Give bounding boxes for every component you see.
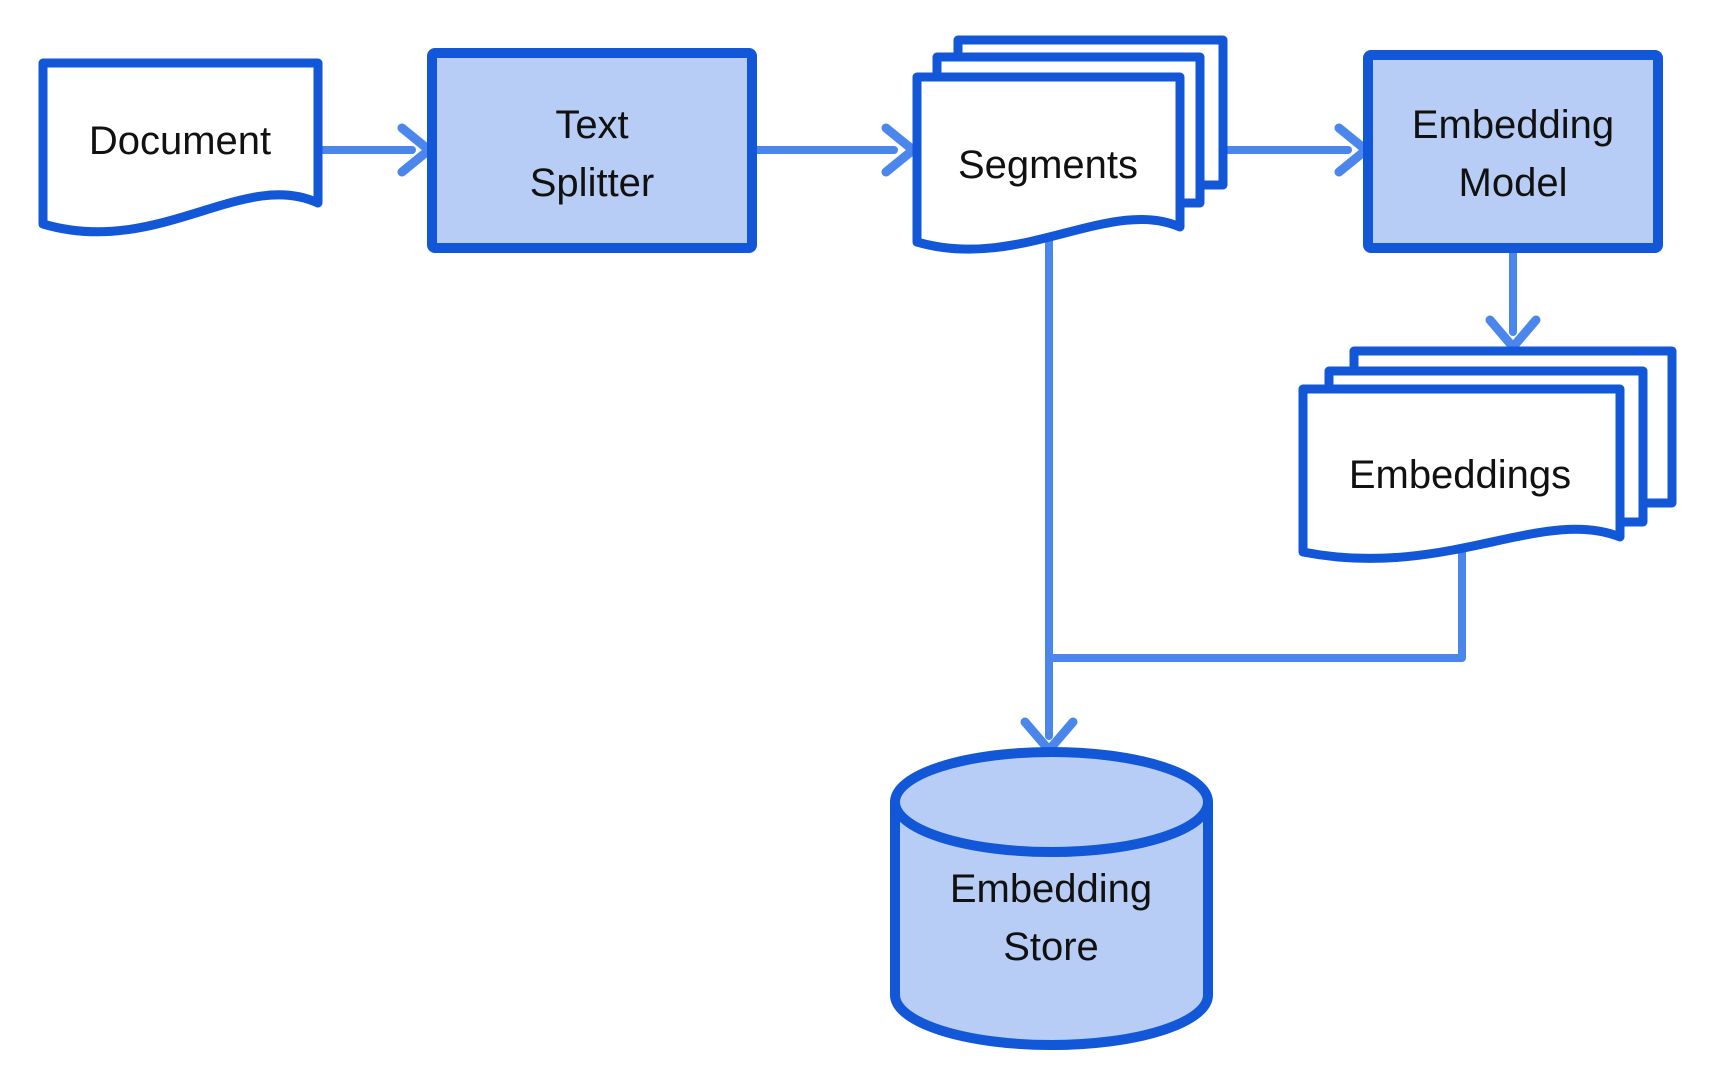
- segments-front-page-icon: [912, 72, 1185, 254]
- embedding-store-label-line2: Store: [1003, 925, 1099, 969]
- arrow-segments-to-embedding-model: [1219, 123, 1371, 177]
- embeddings-node: Embeddings: [1298, 346, 1677, 563]
- text-splitter-label-line1: Text: [555, 103, 628, 147]
- document-shape-icon: [38, 58, 323, 237]
- embedding-store-label-line1: Embedding: [950, 867, 1152, 911]
- cylinder-top: [890, 747, 1213, 857]
- text-splitter-node: Text Splitter: [427, 48, 757, 253]
- document-node: Document: [38, 58, 323, 237]
- embeddings-label: Embeddings: [1349, 453, 1571, 497]
- connector-elbow: [1045, 536, 1466, 662]
- segments-label: Segments: [958, 143, 1138, 187]
- arrow-segments-to-embedding-store: [1020, 236, 1078, 755]
- embedding-model-label-line1: Embedding: [1412, 103, 1614, 147]
- embedding-store-node: Embedding Store: [890, 747, 1213, 1050]
- embedding-model-label-line2: Model: [1459, 161, 1568, 205]
- embeddings-front-page-icon: [1298, 384, 1625, 563]
- embedding-model-node: Embedding Model: [1363, 50, 1663, 253]
- text-splitter-box: [427, 48, 757, 253]
- embedding-model-box: [1363, 50, 1663, 253]
- arrow-embedding-model-to-embeddings: [1485, 244, 1541, 352]
- arrow-document-to-text-splitter: [314, 123, 434, 177]
- cylinder-body: [890, 797, 1213, 1050]
- arrow-text-splitter-to-segments: [748, 123, 918, 177]
- connector-embeddings-to-junction: [1045, 536, 1466, 662]
- text-splitter-label-line2: Splitter: [530, 161, 655, 205]
- document-label: Document: [89, 119, 271, 163]
- segments-node: Segments: [912, 35, 1228, 254]
